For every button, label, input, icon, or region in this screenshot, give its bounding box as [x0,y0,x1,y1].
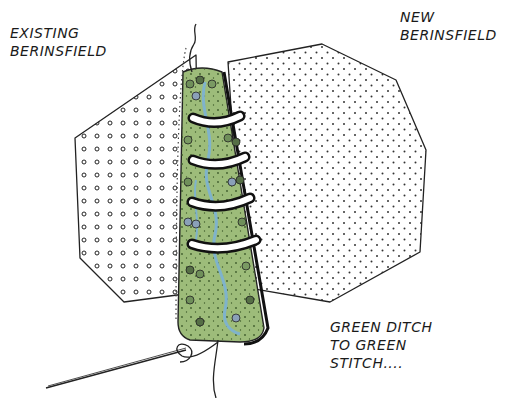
tree [186,266,194,274]
corridor-texture [178,68,264,342]
needle-edge [48,348,186,386]
tree [184,178,192,186]
thread-bottom [213,340,218,398]
tree [186,296,194,304]
thread-top [190,24,196,72]
tree [242,262,250,270]
tree [196,270,204,278]
tree [196,318,204,326]
tree [196,76,204,84]
needle [46,350,186,388]
caption-note: GREEN DITCH TO GREEN STITCH.... [330,318,455,372]
stitches [192,116,256,248]
tree [184,136,192,144]
tree [228,178,236,186]
tree [224,134,232,142]
area-label: NEW BERINSFIELD [400,8,512,44]
tree [208,80,216,88]
tree [236,176,244,184]
area-label: EXISTING BERINSFIELD [10,24,140,60]
tree [186,80,194,88]
green-corridor [178,68,264,342]
tree [192,92,200,100]
tree [232,138,240,146]
tree [238,218,246,226]
stream-branch [195,180,197,240]
tree [184,218,192,226]
thread-knot [177,342,218,362]
trees [184,76,254,326]
tree [232,314,240,322]
tree [246,296,254,304]
tree [192,220,200,228]
